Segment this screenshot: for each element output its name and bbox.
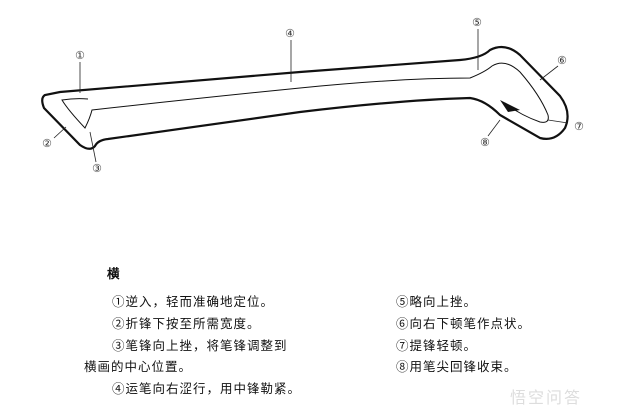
step-1-text: ①逆入，轻而准确地定位。 <box>112 294 275 309</box>
label-6: ⑥ <box>557 54 567 67</box>
step-7-text: ⑦提锋轻顿。 <box>396 338 478 353</box>
label-7: ⑦ <box>574 120 584 133</box>
arrow-head <box>500 100 520 112</box>
step-6-text: ⑥向右下顿笔作点状。 <box>396 316 532 331</box>
step-3-text: ③笔锋向上挫，将笔锋调整到 <box>112 338 288 353</box>
step-2-text: ②折锋下按至所需宽度。 <box>112 316 261 331</box>
label-5: ⑤ <box>472 16 482 29</box>
label-2: ② <box>42 137 52 150</box>
label-1: ① <box>75 49 85 62</box>
label-4: ④ <box>285 27 295 40</box>
section-title: 横 <box>107 266 121 281</box>
label-8: ⑧ <box>480 136 490 149</box>
step-5-text: ⑤略向上挫。 <box>396 294 478 309</box>
step-3-text-cont: 横画的中心位置。 <box>84 359 193 374</box>
label-3: ③ <box>92 162 102 175</box>
stroke-path-line <box>61 62 549 129</box>
step-4-text: ④运笔向右涩行，用中锋勒紧。 <box>112 381 302 396</box>
leader-lines <box>53 29 569 163</box>
step-8-text: ⑧用笔尖回锋收束。 <box>396 359 518 374</box>
stroke-outline <box>41 45 569 150</box>
watermark: 悟空问答 <box>510 388 583 407</box>
